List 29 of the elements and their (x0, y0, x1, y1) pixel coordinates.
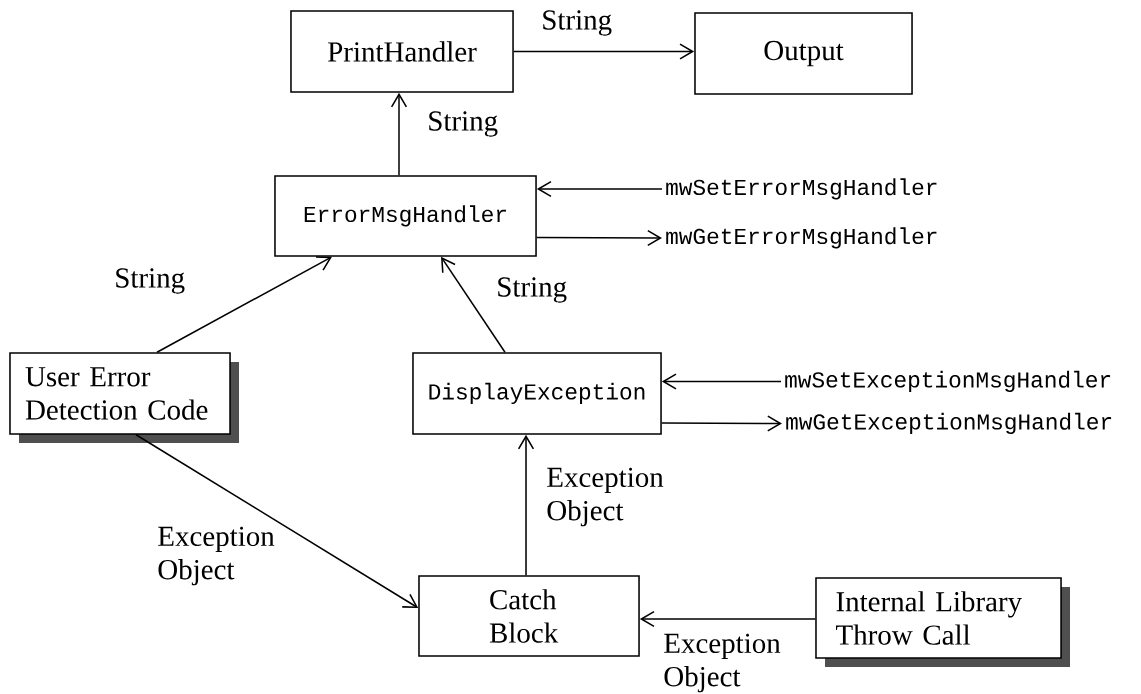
arrow (513, 43, 695, 60)
process-box: Output (694, 12, 913, 95)
edge-label: String (543, 10, 612, 36)
edge-label: Exception Object (158, 526, 275, 586)
arrow (135, 434, 419, 608)
process-box: Catch Block (418, 575, 640, 657)
edge-label: String (429, 111, 498, 137)
edge-label: String (116, 268, 185, 294)
arrow (661, 415, 782, 432)
process-box: PrintHandler (290, 10, 514, 93)
function-name: mwSetExceptionMsgHandler (785, 370, 1111, 393)
arrow (536, 229, 662, 247)
function-name: mwGetExceptionMsgHandler (786, 412, 1112, 435)
process-box: ErrorMsgHandler (274, 175, 537, 257)
edge-label: String (498, 277, 567, 303)
function-name: mwGetErrorMsgHandler (666, 227, 937, 249)
arrow (639, 610, 816, 628)
arrow (441, 256, 506, 353)
process-box: Internal Library Throw Call (815, 577, 1070, 667)
process-box: User Error Detection Code (9, 352, 239, 443)
edge-label: Exception Object (547, 467, 664, 527)
arrow (156, 256, 332, 353)
process-box: DisplayException (412, 352, 662, 435)
function-name: mwSetErrorMsgHandler (666, 178, 937, 200)
arrow (517, 434, 535, 576)
arrow (390, 92, 408, 176)
arrow (661, 373, 782, 390)
arrow (536, 180, 663, 198)
edge-label: Exception Object (664, 633, 781, 693)
